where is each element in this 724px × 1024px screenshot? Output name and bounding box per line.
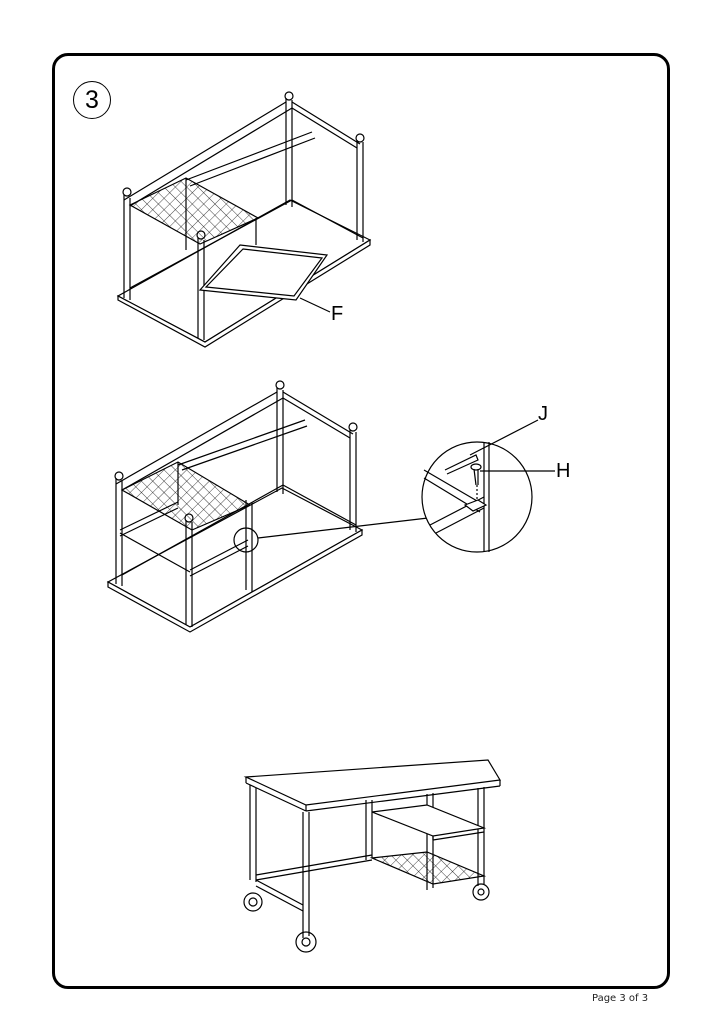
callout-label-j: J (538, 403, 548, 425)
step-number: 3 (85, 85, 99, 114)
page-footer: Page 3 of 3 (592, 993, 649, 1004)
step-number-badge: 3 (73, 81, 111, 119)
page-frame (52, 53, 670, 989)
callout-label-f: F (331, 303, 344, 325)
callout-label-h: H (556, 460, 571, 482)
